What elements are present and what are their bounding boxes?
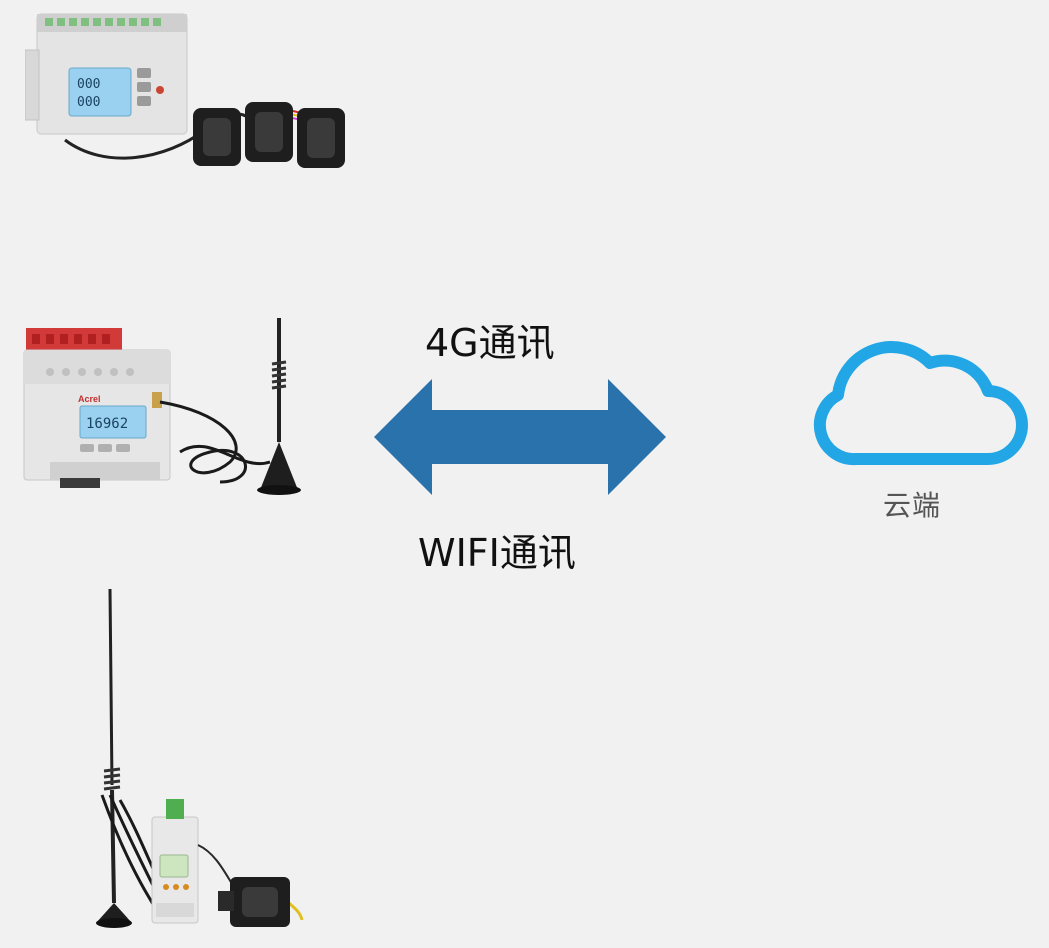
comm-wifi-label: WIFI通讯 [418, 531, 576, 575]
single-phase-meter-wifi-device [96, 588, 304, 928]
cloud-icon [813, 341, 1028, 466]
meter-with-ct-device: 000 000 [25, 13, 345, 168]
meter-with-4g-antenna-device: Acrel 16962 [23, 318, 301, 495]
lcd-digits: 000 [77, 77, 100, 92]
brand-label: Acrel [78, 394, 101, 404]
cloud-label: 云端 [883, 489, 942, 522]
comm-4g-label: 4G通讯 [425, 321, 555, 365]
svg-text:000: 000 [77, 95, 100, 110]
lcd-reading: 16962 [86, 416, 128, 432]
bidirectional-arrow-icon [374, 379, 666, 495]
